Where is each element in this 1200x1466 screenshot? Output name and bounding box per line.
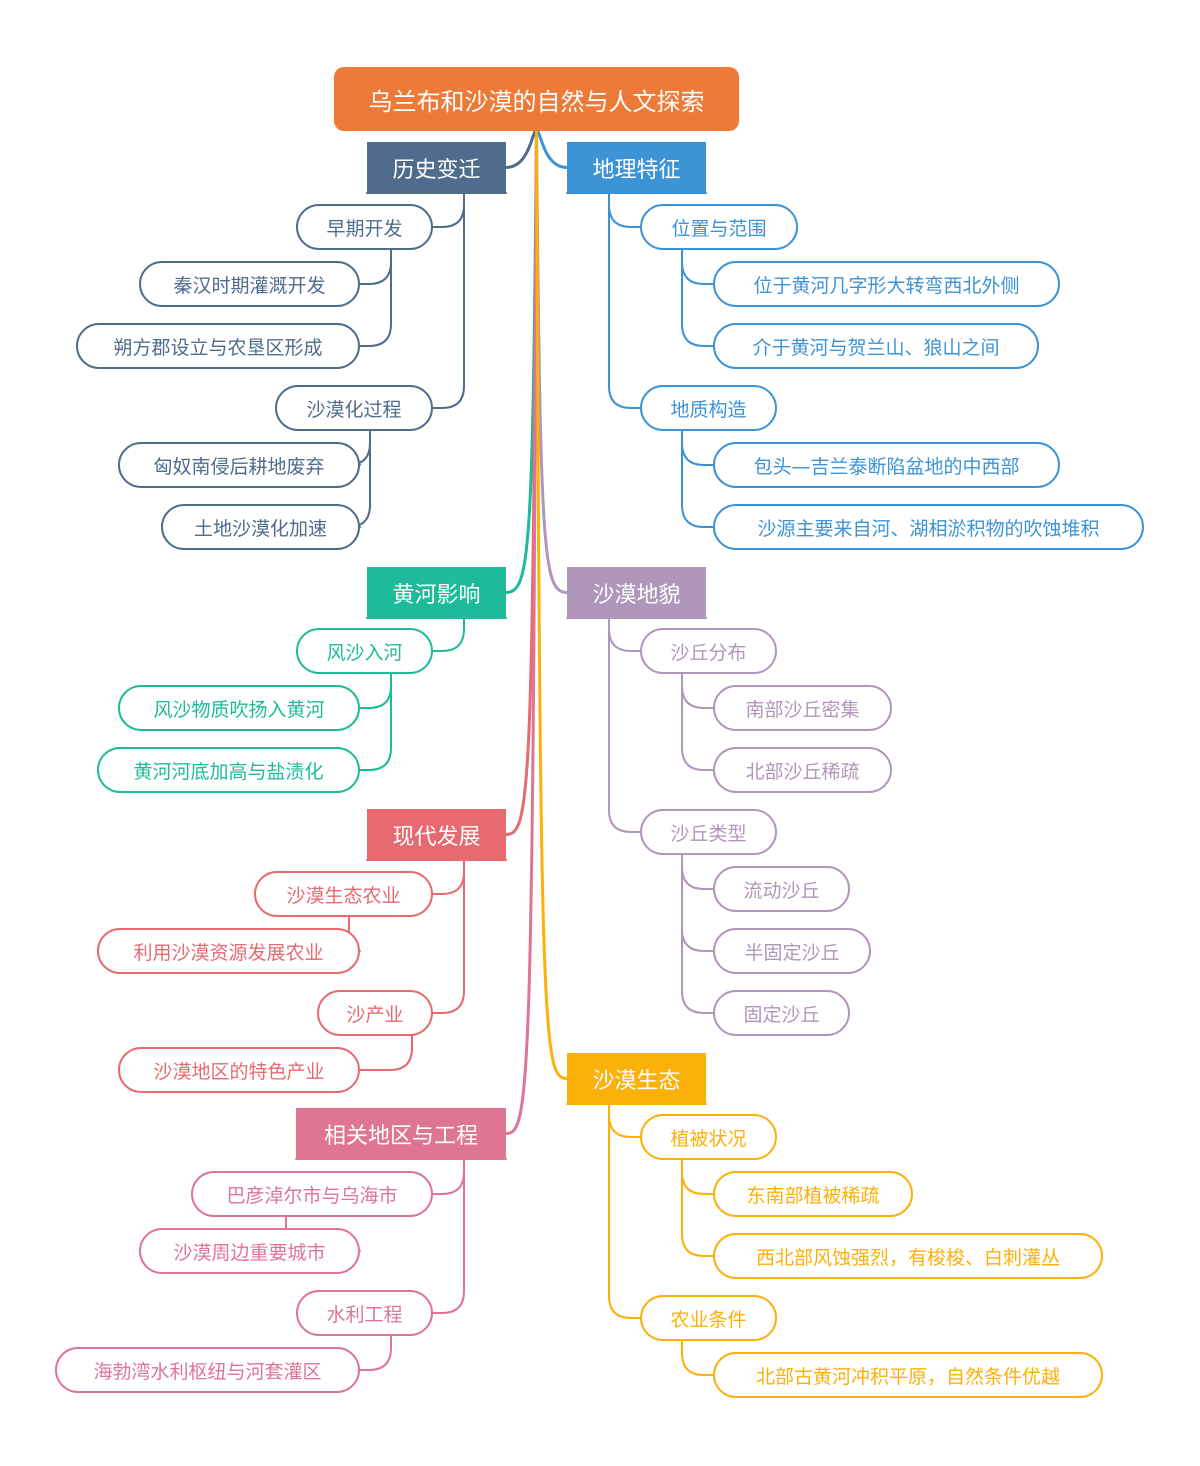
- connector-topic-northwest-wind-erosion: [681, 1159, 714, 1257]
- connector-root-branch-yellow-river: [504, 129, 538, 594]
- topic-haibowan-hub[interactable]: 海勃湾水利枢纽与河套灌区: [55, 1347, 360, 1393]
- branch-desert-ecology[interactable]: 沙漠生态: [567, 1053, 706, 1104]
- topic-southeast-vegetation[interactable]: 东南部植被稀疏: [713, 1171, 913, 1217]
- connector-topic-yellow-river-bend: [681, 249, 714, 285]
- connector-topic-baotou-basin: [681, 430, 714, 466]
- connector-topic-fixed-dunes: [681, 854, 714, 1014]
- connector-topic-alluvial-plain: [681, 1340, 714, 1376]
- connector-topic-mobile-dunes: [681, 854, 714, 890]
- connector-topic-water-conservancy: [432, 1158, 465, 1314]
- connector-topic-sand-into-river: [432, 617, 465, 652]
- topic-agriculture-conditions[interactable]: 农业条件: [640, 1295, 777, 1341]
- connector-root-branch-regions-projects: [504, 129, 538, 1135]
- connector-topic-qin-han-irrigation: [359, 249, 392, 285]
- connector-topic-featured-industries: [359, 1035, 413, 1071]
- topic-qin-han-irrigation[interactable]: 秦汉时期灌溉开发: [139, 261, 360, 307]
- topic-desert-eco-agriculture[interactable]: 沙漠生态农业: [254, 871, 433, 917]
- connector-topic-location-range: [608, 192, 641, 228]
- topic-northwest-wind-erosion[interactable]: 西北部风蚀强烈，有梭梭、白刺灌丛: [713, 1233, 1103, 1279]
- connector-topic-vegetation: [608, 1103, 641, 1138]
- connector-topic-sand-blown-into-river: [359, 673, 392, 709]
- topic-sand-source[interactable]: 沙源主要来自河、湖相淤积物的吹蚀堆积: [713, 504, 1144, 550]
- branch-history[interactable]: 历史变迁: [367, 142, 506, 193]
- topic-alluvial-plain[interactable]: 北部古黄河冲积平原，自然条件优越: [713, 1352, 1103, 1398]
- topic-early-development[interactable]: 早期开发: [296, 204, 433, 250]
- topic-between-mountains[interactable]: 介于黄河与贺兰山、狼山之间: [713, 323, 1039, 369]
- topic-surrounding-cities[interactable]: 沙漠周边重要城市: [139, 1228, 360, 1274]
- topic-yellow-river-bend[interactable]: 位于黄河几字形大转弯西北外侧: [713, 261, 1060, 307]
- connector-topic-dune-types: [608, 617, 641, 833]
- topic-sand-blown-into-river[interactable]: 风沙物质吹扬入黄河: [118, 685, 360, 731]
- connector-root-branch-desert-ecology: [535, 129, 569, 1080]
- topic-shuofang-prefecture[interactable]: 朔方郡设立与农垦区形成: [76, 323, 360, 369]
- topic-desert-resource-agriculture[interactable]: 利用沙漠资源发展农业: [97, 928, 360, 974]
- branch-desert-landform[interactable]: 沙漠地貌: [567, 567, 706, 618]
- topic-bayannur-wuhai[interactable]: 巴彦淖尔市与乌海市: [191, 1171, 433, 1217]
- topic-riverbed-rising[interactable]: 黄河河底加高与盐渍化: [97, 747, 360, 793]
- topic-baotou-basin[interactable]: 包头—吉兰泰断陷盆地的中西部: [713, 442, 1060, 488]
- topic-north-dunes-sparse[interactable]: 北部沙丘稀疏: [713, 747, 892, 793]
- connector-topic-between-mountains: [681, 249, 714, 347]
- connector-root-branch-geography: [535, 129, 569, 169]
- topic-mobile-dunes[interactable]: 流动沙丘: [713, 866, 850, 912]
- topic-featured-industries[interactable]: 沙漠地区的特色产业: [118, 1047, 360, 1093]
- branch-yellow-river[interactable]: 黄河影响: [367, 567, 506, 618]
- connector-topic-south-dunes-dense: [681, 673, 714, 709]
- branch-regions-projects[interactable]: 相关地区与工程: [296, 1108, 506, 1159]
- topic-xiongnu-invasion[interactable]: 匈奴南侵后耕地废弃: [118, 442, 360, 488]
- connector-topic-bayannur-wuhai: [432, 1158, 465, 1195]
- connector-topic-dune-distribution: [608, 617, 641, 652]
- topic-sand-into-river[interactable]: 风沙入河: [296, 628, 433, 674]
- topic-dune-types[interactable]: 沙丘类型: [640, 809, 777, 855]
- connector-topic-haibowan-hub: [359, 1335, 392, 1371]
- connector-topic-geological-structure: [608, 192, 641, 409]
- connector-topic-agriculture-conditions: [608, 1103, 641, 1319]
- topic-semi-fixed-dunes[interactable]: 半固定沙丘: [713, 928, 871, 974]
- connector-root-branch-history: [504, 129, 538, 169]
- topic-desertification-process[interactable]: 沙漠化过程: [275, 385, 433, 431]
- topic-dune-distribution[interactable]: 沙丘分布: [640, 628, 777, 674]
- connector-topic-semi-fixed-dunes: [681, 854, 714, 952]
- topic-location-range[interactable]: 位置与范围: [640, 204, 798, 250]
- connector-topic-sand-source: [681, 430, 714, 528]
- topic-geological-structure[interactable]: 地质构造: [640, 385, 777, 431]
- topic-sand-industry[interactable]: 沙产业: [317, 990, 433, 1036]
- root-topic[interactable]: 乌兰布和沙漠的自然与人文探索: [334, 67, 739, 131]
- connector-topic-riverbed-rising: [359, 673, 392, 771]
- connector-root-branch-desert-landform: [535, 129, 569, 594]
- branch-geography[interactable]: 地理特征: [567, 142, 706, 193]
- connector-topic-north-dunes-sparse: [681, 673, 714, 771]
- connector-topic-desert-eco-agriculture: [432, 859, 465, 895]
- connector-topic-southeast-vegetation: [681, 1159, 714, 1195]
- topic-fixed-dunes[interactable]: 固定沙丘: [713, 990, 850, 1036]
- topic-water-conservancy[interactable]: 水利工程: [296, 1290, 433, 1336]
- connector-topic-sand-industry: [432, 859, 465, 1014]
- topic-south-dunes-dense[interactable]: 南部沙丘密集: [713, 685, 892, 731]
- connector-topic-early-development: [432, 192, 465, 228]
- branch-modern-development[interactable]: 现代发展: [367, 809, 506, 860]
- connector-topic-shuofang-prefecture: [359, 249, 392, 347]
- topic-land-desertification[interactable]: 土地沙漠化加速: [161, 504, 360, 550]
- connector-topic-desertification-process: [432, 192, 465, 409]
- topic-vegetation[interactable]: 植被状况: [640, 1114, 777, 1160]
